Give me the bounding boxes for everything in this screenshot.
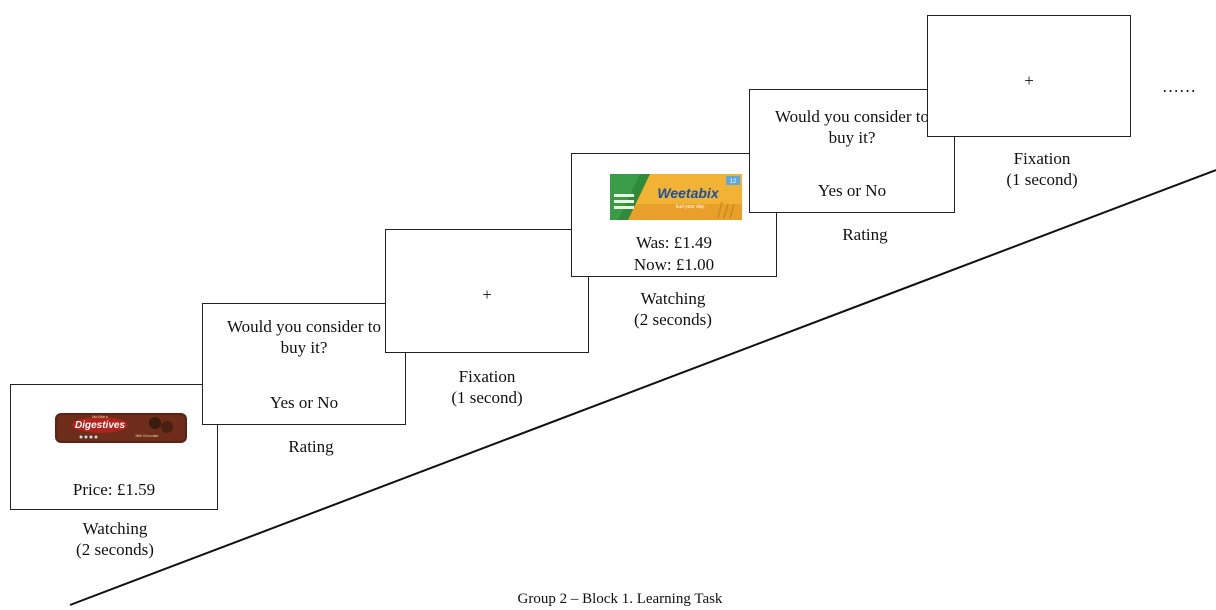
rating-question: Would you consider to buy it? — [775, 107, 929, 147]
digestives-sub-label: Milk Chocolate — [136, 434, 159, 438]
step-label-rating-2: Rating — [842, 225, 888, 244]
step-label-fixation-2: Fixation (1 second) — [1006, 149, 1078, 189]
digestives-pack-label: Digestives — [75, 420, 125, 431]
continuation-ellipsis: …… — [1162, 77, 1196, 96]
screen-rating-1: Would you consider to buy it? Yes or No — [202, 303, 406, 425]
price-text: Price: £1.59 — [72, 480, 156, 499]
screen-rating-2: Would you consider to buy it? Yes or No — [749, 89, 955, 213]
screen-fixation-1: + — [385, 229, 589, 353]
rating-answer: Yes or No — [817, 181, 887, 200]
screen-watching-digestives: Digestives McVitie's Milk Chocolate Pric… — [10, 384, 218, 510]
weetabix-count: 12 — [730, 179, 737, 185]
fixation-cross: + — [482, 285, 492, 304]
step-label-fixation-1: Fixation (1 second) — [451, 367, 523, 407]
digestives-pack-image: Digestives McVitie's Milk Chocolate — [55, 413, 187, 443]
rating-answer: Yes or No — [269, 393, 339, 412]
was-price-text: Was: £1.49 — [635, 233, 713, 252]
weetabix-pack-image: Weetabix fuel your day 12 — [610, 174, 742, 220]
weetabix-pack-label: Weetabix — [657, 185, 719, 201]
now-price-text: Now: £1.00 — [633, 255, 715, 274]
weetabix-tagline: fuel your day — [676, 204, 705, 210]
screen-watching-weetabix: Weetabix fuel your day 12 Was: £1.49 Now… — [571, 153, 777, 277]
screen-fixation-2: + — [927, 15, 1131, 137]
rating-question: Would you consider to buy it? — [227, 317, 381, 357]
step-label-watching-2: Watching (2 seconds) — [634, 289, 712, 329]
figure-caption: Group 2 – Block 1. Learning Task — [517, 591, 723, 607]
fixation-cross: + — [1024, 71, 1034, 90]
step-label-watching-1: Watching (2 seconds) — [76, 519, 154, 559]
digestives-brand-label: McVitie's — [92, 414, 108, 419]
step-label-rating-1: Rating — [288, 437, 334, 456]
